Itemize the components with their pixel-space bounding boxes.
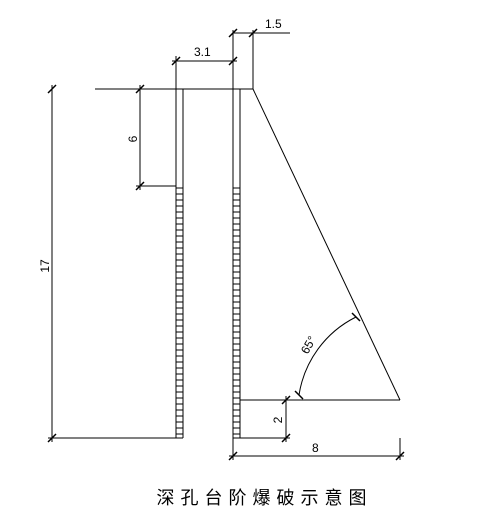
dim-hole-spacing bbox=[171, 56, 238, 89]
dim-charge-depth bbox=[135, 84, 176, 191]
label-subdrill: 2 bbox=[271, 416, 285, 423]
dim-top-width bbox=[228, 28, 290, 89]
dim-toe-width bbox=[228, 438, 405, 461]
slope-face bbox=[252, 88, 401, 401]
label-top-width: 1.5 bbox=[265, 17, 282, 31]
label-charge-depth: 6 bbox=[126, 135, 140, 142]
label-angle: 65° bbox=[298, 333, 319, 356]
left-hole-charge bbox=[176, 187, 183, 435]
right-hole-charge bbox=[233, 187, 240, 435]
label-toe-width: 8 bbox=[312, 441, 319, 455]
dim-subdrill bbox=[240, 395, 291, 443]
right-blasthole bbox=[232, 30, 241, 439]
label-hole-spacing: 3.1 bbox=[194, 45, 211, 59]
angle-arc bbox=[294, 312, 361, 400]
dim-bench-height bbox=[47, 84, 176, 443]
label-bench-height: 17 bbox=[38, 259, 52, 273]
diagram-caption: 深孔台阶爆破示意图 bbox=[156, 488, 373, 509]
